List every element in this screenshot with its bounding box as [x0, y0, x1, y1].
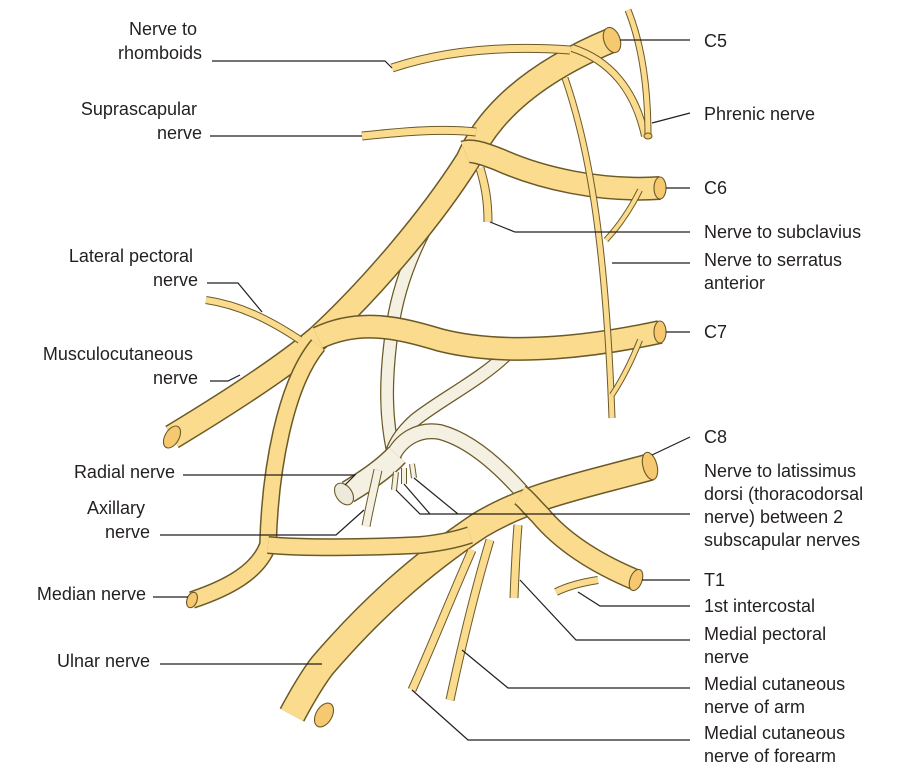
- label-medial-cutaneous-nerve-of-forearm: Medial cutaneous nerve of forearm: [704, 723, 850, 766]
- nerves-group: [160, 10, 666, 730]
- label-t1: T1: [704, 570, 725, 590]
- label-nerve-to-serratus-anterior: Nerve to serratus anterior: [704, 250, 847, 293]
- first-intercostal-nerve-fill: [556, 580, 598, 592]
- label-phrenic-nerve: Phrenic nerve: [704, 104, 815, 124]
- label-axillary-nerve: Axillary nerve: [87, 498, 150, 542]
- label-musculocutaneous-nerve: Musculocutaneous nerve: [43, 344, 198, 388]
- label-nerve-to-subclavius: Nerve to subclavius: [704, 222, 861, 242]
- label-nerve-to-latissimus-dorsi: Nerve to latissimus dorsi (thoracodorsal…: [704, 461, 868, 550]
- label-medial-cutaneous-nerve-of-arm: Medial cutaneous nerve of arm: [704, 674, 850, 717]
- leader-medial-pectoral: [520, 580, 690, 640]
- label-nerve-to-rhomboids: Nerve to rhomboids: [118, 19, 202, 63]
- label-c7: C7: [704, 322, 727, 342]
- leader-subclavius: [490, 222, 690, 232]
- leader-medial-cutaneous-arm: [462, 650, 690, 688]
- label-medial-pectoral-nerve: Medial pectoral nerve: [704, 624, 831, 667]
- label-c6: C6: [704, 178, 727, 198]
- t1-root-fill: [520, 495, 636, 580]
- median-nerve-fill: [268, 535, 470, 547]
- phrenic-cut-end: [644, 133, 652, 139]
- leader-phrenic: [652, 113, 690, 123]
- leader-latissimus-3: [414, 478, 458, 514]
- leader-nerve-to-rhomboids: [212, 61, 392, 68]
- subscapular-stub-2-fill: [412, 464, 414, 478]
- label-median-nerve: Median nerve: [37, 584, 146, 604]
- nerve-to-serratus-anterior-fill: [565, 78, 612, 418]
- label-lateral-pectoral-nerve: Lateral pectoral nerve: [69, 246, 198, 290]
- leader-musculocutaneous: [210, 375, 240, 381]
- label-ulnar-nerve: Ulnar nerve: [57, 651, 150, 671]
- label-suprascapular-nerve: Suprascapular nerve: [81, 99, 202, 143]
- label-c5: C5: [704, 31, 727, 51]
- nerve-to-serratus-anterior: [565, 78, 612, 418]
- c7-cut-end: [654, 321, 666, 343]
- label-first-intercostal: 1st intercostal: [704, 596, 815, 616]
- leader-c8: [652, 437, 690, 455]
- leader-first-intercostal: [578, 592, 690, 606]
- c6-cut-end: [654, 177, 666, 199]
- medial-pectoral-nerve-fill: [514, 525, 518, 598]
- label-c8: C8: [704, 427, 727, 447]
- ulnar-cut-end: [311, 700, 338, 731]
- subscapular-stub-1-fill: [394, 472, 396, 490]
- label-radial-nerve: Radial nerve: [74, 462, 175, 482]
